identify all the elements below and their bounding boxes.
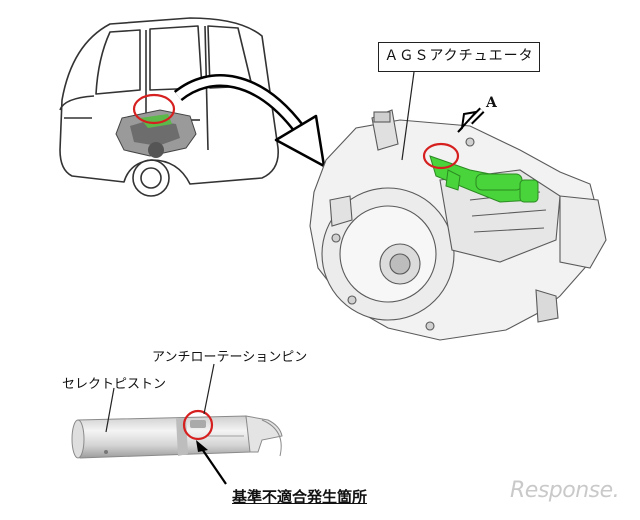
highlight-circle-actuator <box>422 142 460 170</box>
highlight-circle-pin <box>182 409 214 441</box>
pin-leader-line <box>203 363 215 415</box>
ags-actuator-part <box>429 155 539 203</box>
ags-actuator-label: ＡＧＳアクチュエータ <box>378 42 540 72</box>
transmission-illustration <box>309 109 607 341</box>
response-watermark: Response. <box>510 478 620 503</box>
car-illustration <box>59 17 279 197</box>
defect-arrow-icon <box>196 440 227 485</box>
select-piston-part <box>71 415 283 459</box>
piston-leader-line <box>105 387 115 433</box>
highlight-circle-car <box>132 93 176 125</box>
curved-arrow-icon <box>173 74 326 168</box>
view-a-arrow-icon <box>457 107 485 133</box>
ags-leader-line <box>401 71 415 161</box>
select-piston-label: セレクトピストン <box>62 377 167 392</box>
engine-small-illustration <box>115 109 197 158</box>
defect-location-label: 基準不適合発生箇所 <box>232 488 368 506</box>
anti-rotation-pin-label: アンチローテーションピン <box>152 350 308 365</box>
view-a-label: A <box>486 95 497 111</box>
